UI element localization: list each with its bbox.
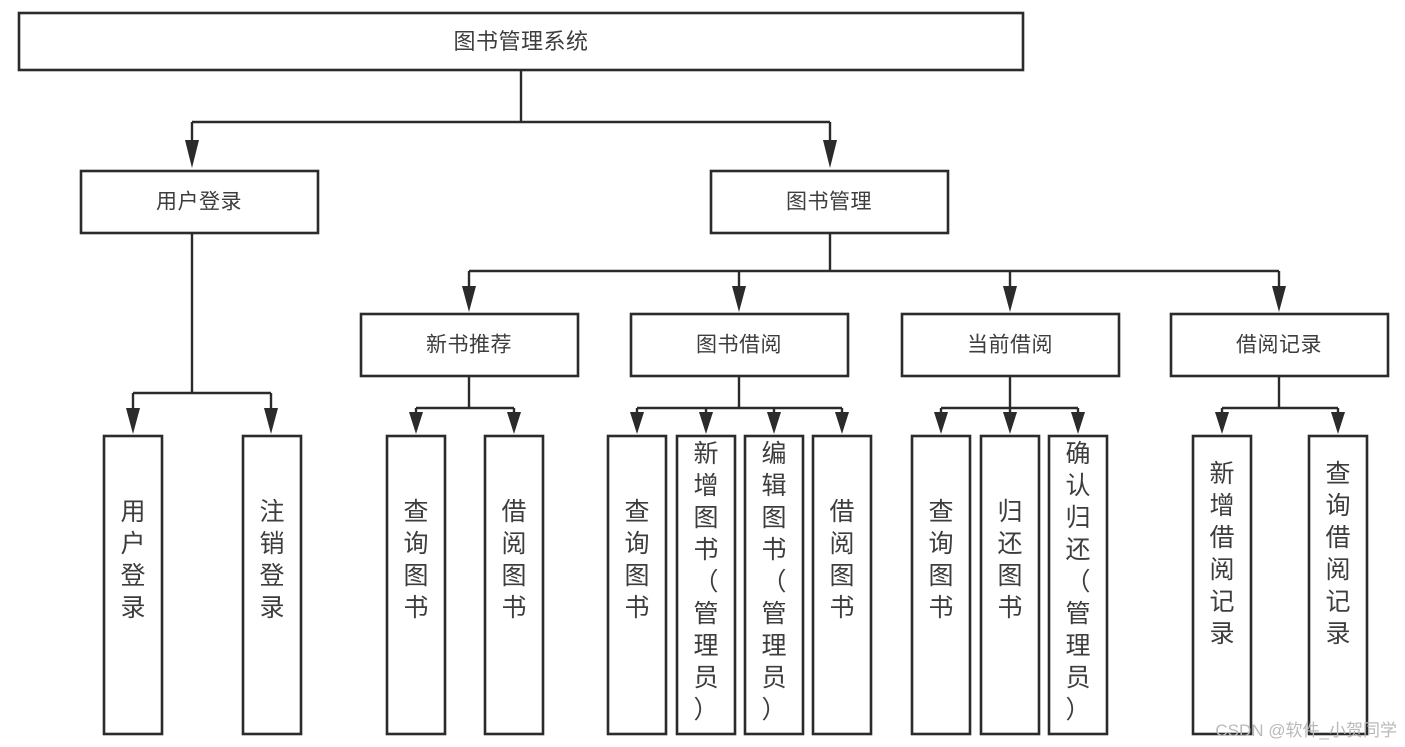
- leaf-node[interactable]: 查询图书: [606, 434, 668, 736]
- leaf-node[interactable]: 确认归还（管理员）: [1047, 434, 1109, 736]
- node-user-login-label: 用户登录: [156, 191, 242, 214]
- node-root-system-label: 图书管理系统: [453, 29, 588, 54]
- leaf-label: 查询图书: [624, 498, 649, 622]
- leaf-label: 新增借阅记录: [1209, 460, 1234, 648]
- node-borrow-record[interactable]: 借阅记录: [1169, 312, 1390, 378]
- leaf-label: 注销登录: [259, 498, 284, 622]
- node-current-borrow-label: 当前借阅: [967, 334, 1053, 357]
- node-new-book-recommend[interactable]: 新书推荐: [359, 312, 580, 378]
- connector-current-borrow-children: [934, 376, 1085, 434]
- leaf-label: 编辑图书（管理员）: [761, 440, 786, 724]
- node-root-system[interactable]: 图书管理系统: [17, 11, 1025, 72]
- connector-new-book-children: [409, 376, 521, 434]
- leaf-label: 用户登录: [120, 498, 145, 622]
- node-book-management-label: 图书管理: [786, 191, 872, 214]
- leaf-node[interactable]: 查询图书: [910, 434, 972, 736]
- connector-borrow-record-children: [1215, 376, 1345, 434]
- leaf-node[interactable]: 借阅图书: [811, 434, 873, 736]
- leaf-label: 借阅图书: [829, 498, 854, 622]
- leaf-label: 查询图书: [928, 498, 953, 622]
- leaf-label: 借阅图书: [501, 498, 526, 622]
- leaf-label: 查询借阅记录: [1325, 460, 1350, 648]
- connector-book-borrow-children: [630, 376, 849, 434]
- connector-user-login-children: [126, 233, 278, 434]
- leaf-label: 归还图书: [997, 498, 1022, 622]
- leaf-node[interactable]: 新增借阅记录: [1191, 434, 1253, 736]
- leaf-label: 新增图书（管理员）: [693, 440, 718, 724]
- leaf-node[interactable]: 新增图书（管理员）: [675, 434, 737, 736]
- leaf-node[interactable]: 归还图书: [979, 434, 1041, 736]
- leaf-label: 查询图书: [403, 498, 428, 622]
- leaf-node[interactable]: 编辑图书（管理员）: [743, 434, 805, 736]
- leaf-node[interactable]: 注销登录: [241, 434, 303, 736]
- connector-book-mgmt-to-level3: [462, 233, 1286, 312]
- leaf-node[interactable]: 查询图书: [385, 434, 447, 736]
- node-book-management[interactable]: 图书管理: [709, 169, 950, 235]
- node-current-borrow[interactable]: 当前借阅: [900, 312, 1121, 378]
- node-book-borrow[interactable]: 图书借阅: [629, 312, 850, 378]
- connector-root-to-level2: [185, 71, 837, 168]
- leaf-label: 确认归还（管理员）: [1065, 440, 1090, 724]
- node-new-book-recommend-label: 新书推荐: [426, 334, 512, 357]
- node-book-borrow-label: 图书借阅: [696, 334, 782, 357]
- leaf-node[interactable]: 查询借阅记录: [1307, 434, 1369, 736]
- node-user-login[interactable]: 用户登录: [79, 169, 320, 235]
- node-borrow-record-label: 借阅记录: [1236, 334, 1322, 357]
- leaf-node[interactable]: 借阅图书: [483, 434, 545, 736]
- leaf-node[interactable]: 用户登录: [102, 434, 164, 736]
